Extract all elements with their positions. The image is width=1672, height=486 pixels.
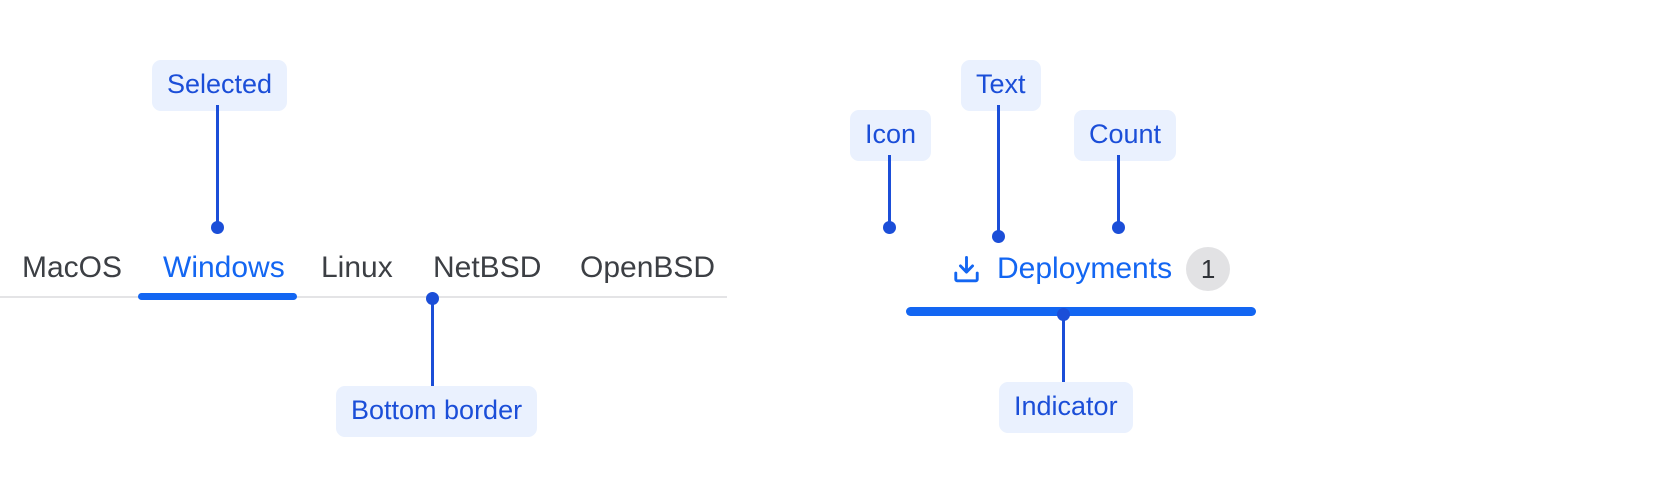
tab-bar-os: MacOS Windows Linux NetBSD OpenBSD bbox=[0, 246, 727, 300]
tab-deployments[interactable]: Deployments 1 bbox=[906, 243, 1256, 318]
tab-indicator-windows bbox=[138, 293, 297, 300]
callout-icon: Icon bbox=[850, 110, 932, 161]
leader-line-count bbox=[1117, 155, 1120, 227]
tab-windows[interactable]: Windows bbox=[163, 251, 285, 284]
leader-line-icon bbox=[888, 155, 891, 227]
leader-line-selected bbox=[216, 105, 219, 227]
leader-dot-selected bbox=[211, 221, 224, 234]
callout-count: Count bbox=[1074, 110, 1177, 161]
tab-deployments-count-badge: 1 bbox=[1186, 247, 1231, 291]
tab-deployments-content: Deployments 1 bbox=[906, 243, 1231, 295]
leader-dot-text bbox=[992, 230, 1005, 243]
tab-netbsd[interactable]: NetBSD bbox=[433, 251, 542, 284]
tab-indicator-deployments bbox=[906, 307, 1256, 316]
tab-linux[interactable]: Linux bbox=[321, 251, 393, 284]
tab-bar-bottom-border bbox=[0, 296, 727, 298]
tab-macos[interactable]: MacOS bbox=[22, 251, 123, 284]
callout-selected: Selected bbox=[152, 60, 288, 111]
leader-dot-count bbox=[1112, 221, 1125, 234]
callout-indicator: Indicator bbox=[999, 382, 1133, 433]
download-icon bbox=[954, 255, 979, 282]
callout-bottom-border: Bottom border bbox=[336, 386, 538, 437]
leader-line-bottom-border bbox=[431, 298, 434, 386]
callout-text: Text bbox=[961, 60, 1041, 111]
leader-line-indicator bbox=[1062, 314, 1065, 382]
tab-deployments-label: Deployments bbox=[997, 252, 1173, 285]
leader-line-text bbox=[997, 105, 1000, 236]
tab-openbsd[interactable]: OpenBSD bbox=[580, 251, 716, 284]
leader-dot-icon bbox=[883, 221, 896, 234]
